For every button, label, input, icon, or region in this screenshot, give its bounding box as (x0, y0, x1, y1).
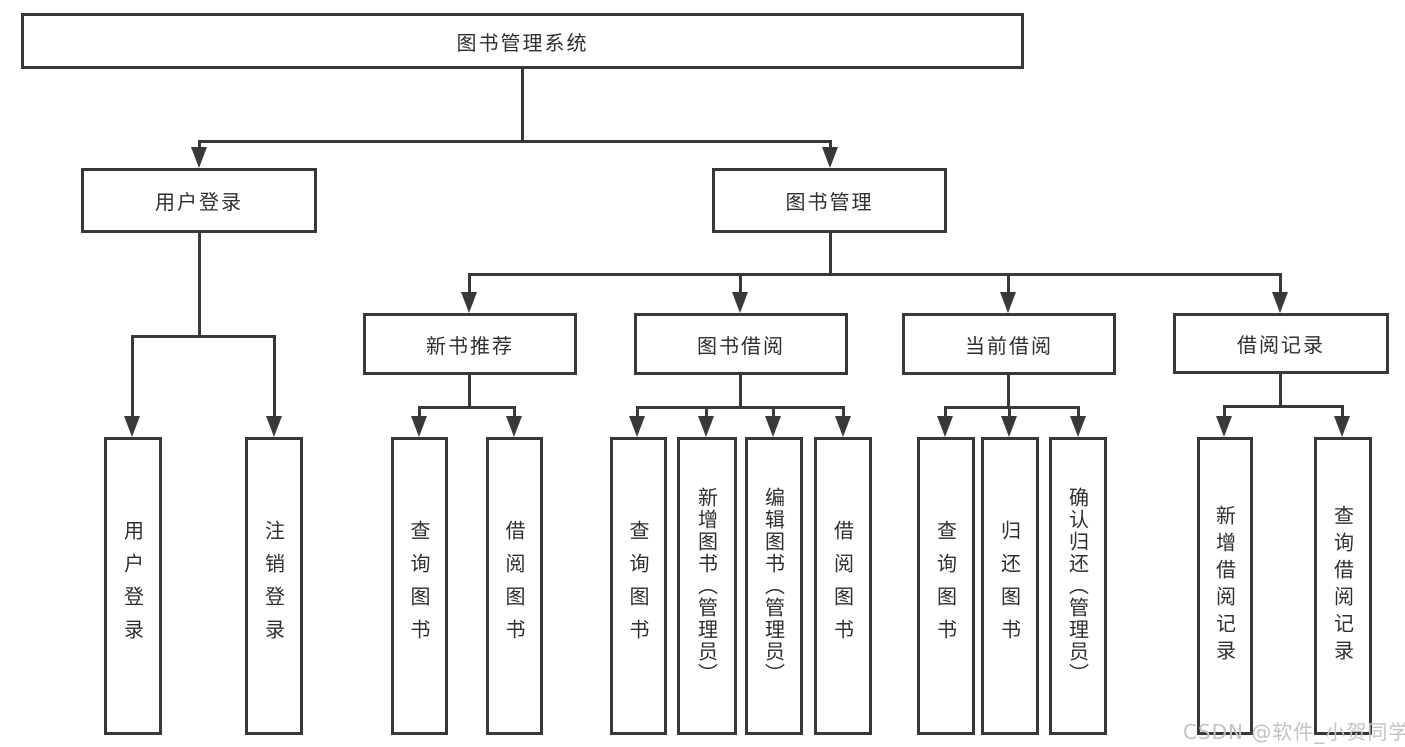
leaf-logout-label: 注销登录 (261, 520, 286, 652)
node-root-label: 图书管理系统 (456, 30, 589, 55)
arrowhead-cb-return (1001, 416, 1017, 437)
node-current-borrow: 当前借阅 (902, 313, 1116, 375)
node-new-book-recommend: 新书推荐 (363, 313, 577, 375)
arrowhead-br-query (1334, 416, 1350, 437)
leaf-borrow-books-1-label: 借阅图书 (502, 520, 526, 652)
leaf-query-borrow-record-label: 查询借阅记录 (1330, 505, 1355, 667)
connector-borrow-stem (739, 375, 742, 409)
node-book-borrow: 图书借阅 (634, 313, 848, 375)
connector-arrow-line-newbook (468, 273, 471, 295)
leaf-query-books-3: 查询图书 (917, 437, 975, 735)
arrowhead-cb-confirm (1070, 416, 1086, 437)
csdn-watermark: CSDN @软件_小贺同学 (1183, 720, 1405, 744)
leaf-user-login-label: 用户登录 (120, 520, 145, 652)
leaf-return-book: 归还图书 (981, 437, 1039, 735)
arrowhead-bb-borrow (835, 416, 851, 437)
leaf-add-book-admin: 新增图书（管理员） (677, 437, 737, 735)
arrowhead-newbook (461, 292, 477, 313)
arrowhead-cb-query (937, 416, 953, 437)
node-borrow-record-label: 借阅记录 (1237, 333, 1325, 357)
arrowhead-book-mgmt (822, 147, 838, 168)
connector-arrow-line-leaf-login (131, 335, 134, 420)
arrowhead-bb-query (629, 416, 645, 437)
arrowhead-borrowrecord (1272, 292, 1288, 313)
connector-arrow-line-leaf-logout (273, 335, 276, 420)
node-root: 图书管理系统 (21, 13, 1024, 69)
arrowhead-bb-edit (765, 416, 781, 437)
connector-current-branch (944, 406, 1080, 409)
connector-arrow-line-borrowrecord (1279, 273, 1282, 295)
connector-login-branch (131, 335, 276, 338)
leaf-borrow-books-1: 借阅图书 (486, 437, 543, 735)
connector-arrow-line-book-mgmt (829, 140, 832, 150)
connector-arrow-line-user-login (198, 140, 201, 150)
node-book-management: 图书管理 (712, 168, 947, 233)
connector-arrow-line-bb-borrow (842, 406, 845, 420)
connector-login-stem (198, 233, 201, 337)
connector-records-branch (1223, 405, 1344, 408)
node-book-borrow-label: 图书借阅 (697, 333, 785, 358)
arrowhead-bookborrow (732, 292, 748, 313)
arrowhead-br-add (1216, 416, 1232, 437)
arrowhead-nb-borrow (506, 416, 522, 437)
leaf-query-books-3-label: 查询图书 (933, 520, 958, 652)
leaf-query-books-1-label: 查询图书 (407, 520, 431, 652)
connector-mgmt-branch (468, 273, 1282, 276)
connector-current-stem (1007, 375, 1010, 409)
leaf-query-borrow-record: 查询借阅记录 (1314, 437, 1372, 735)
connector-root-branch (198, 140, 832, 143)
connector-arrow-line-cb-query (944, 406, 947, 420)
leaf-confirm-return-admin: 确认归还（管理员） (1049, 437, 1107, 735)
node-current-borrow-label: 当前借阅 (965, 333, 1053, 358)
connector-arrow-line-nb-query (418, 406, 421, 420)
leaf-query-books-2: 查询图书 (610, 437, 667, 735)
connector-mgmt-stem (829, 233, 832, 275)
connector-newbook-stem (468, 375, 471, 409)
connector-arrow-line-bb-query (636, 406, 639, 420)
connector-arrow-line-cb-confirm (1077, 406, 1080, 420)
arrowhead-currentborrow (1000, 292, 1016, 313)
leaf-borrow-books-2-label: 借阅图书 (830, 520, 855, 652)
connector-root-stem (521, 69, 524, 143)
arrowhead-leaf-logout (266, 416, 282, 437)
node-user-login: 用户登录 (81, 168, 317, 233)
connector-arrow-line-br-query (1341, 405, 1344, 420)
leaf-logout: 注销登录 (245, 437, 303, 735)
leaf-confirm-return-admin-label: 确认归还（管理员） (1065, 487, 1090, 685)
connector-records-stem (1279, 374, 1282, 408)
connector-newbook-branch (418, 406, 516, 409)
node-borrow-record: 借阅记录 (1173, 313, 1389, 374)
connector-arrow-line-currentborrow (1007, 273, 1010, 295)
leaf-add-borrow-record: 新增借阅记录 (1197, 437, 1253, 735)
leaf-query-books-2-label: 查询图书 (626, 520, 650, 652)
connector-arrow-line-bb-edit (772, 406, 775, 420)
arrowhead-bb-add (698, 416, 714, 437)
leaf-query-books-1: 查询图书 (391, 437, 448, 735)
node-book-management-label: 图书管理 (785, 190, 874, 214)
connector-arrow-line-bookborrow (739, 273, 742, 295)
leaf-borrow-books-2: 借阅图书 (814, 437, 872, 735)
connector-arrow-line-bb-add (705, 406, 708, 420)
connector-arrow-line-nb-borrow (513, 406, 516, 420)
arrowhead-user-login (191, 147, 207, 168)
leaf-return-book-label: 归还图书 (997, 520, 1022, 652)
arrowhead-leaf-login (124, 416, 140, 437)
leaf-edit-book-admin-label: 编辑图书（管理员） (761, 487, 786, 685)
connector-arrow-line-br-add (1223, 405, 1226, 420)
leaf-add-borrow-record-label: 新增借阅记录 (1212, 505, 1237, 667)
node-new-book-recommend-label: 新书推荐 (426, 333, 514, 358)
arrowhead-nb-query (411, 416, 427, 437)
leaf-user-login: 用户登录 (104, 437, 162, 735)
node-user-login-label: 用户登录 (155, 190, 243, 214)
leaf-add-book-admin-label: 新增图书（管理员） (694, 487, 719, 685)
connector-arrow-line-cb-return (1008, 406, 1011, 420)
leaf-edit-book-admin: 编辑图书（管理员） (745, 437, 803, 735)
connector-borrow-branch (636, 406, 845, 409)
